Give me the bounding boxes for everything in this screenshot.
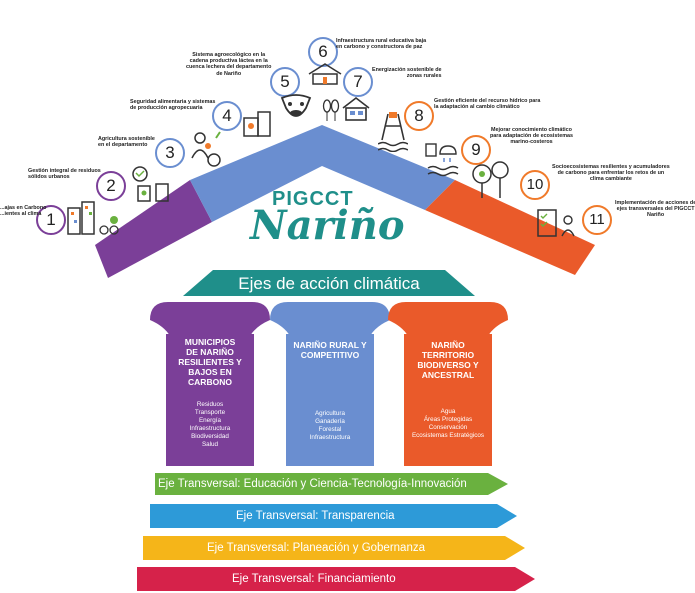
food-icon bbox=[243, 111, 271, 137]
rain-icon bbox=[425, 143, 459, 177]
transversal-governance-label: Eje Transversal: Planeación y Gobernanza bbox=[207, 542, 425, 554]
pillar-1-title: MUNICIPIOS DE NARIÑO RESILIENTES Y BAJOS… bbox=[178, 337, 242, 387]
item-label-5: Sistema agroecológico en la cadena produ… bbox=[186, 52, 272, 77]
oil-rig-icon bbox=[378, 112, 408, 152]
arrow-financing bbox=[137, 567, 535, 591]
item-number-3: 3 bbox=[155, 138, 185, 168]
trees-icon bbox=[472, 161, 509, 198]
item-number-6: 6 bbox=[308, 37, 338, 67]
pillar-1-item: Biodiversidad bbox=[191, 433, 229, 440]
checklist-icon bbox=[537, 209, 575, 237]
pillar-3-title: NARIÑO TERRITORIO BIODIVERSO Y ANCESTRAL bbox=[417, 340, 479, 380]
item-label-6: Infraestructura rural educativa baja en … bbox=[336, 38, 427, 51]
item-number-4: 4 bbox=[212, 101, 242, 131]
item-label-9: Mejorar conocimiento climático para adap… bbox=[490, 127, 573, 146]
item-number-10: 10 bbox=[520, 170, 550, 200]
transversal-financing-label: Eje Transversal: Financiamiento bbox=[232, 573, 396, 585]
pillar-2-item: Agricultura bbox=[314, 410, 346, 417]
item-label-8: Gestión eficiente del recurso hídrico pa… bbox=[434, 98, 541, 111]
pillar-1-item: Salud bbox=[201, 441, 219, 448]
item-label-11: Implementación de acciones de ejes trans… bbox=[615, 200, 695, 219]
pillar-3-item: Ecosistemas Estratégicos bbox=[411, 432, 485, 439]
pillar-1-item: Transporte bbox=[194, 409, 226, 416]
buildings-icon bbox=[67, 201, 119, 235]
item-label-10: Socioecosistemas resilientes y acumulado… bbox=[552, 164, 670, 183]
pillar-2-text: NARIÑO RURAL Y COMPETITIVO Agricultura G… bbox=[286, 340, 374, 442]
pillar-2-items: Agricultura Ganadería Forestal Infraestr… bbox=[286, 410, 374, 442]
pillar-2-item: Forestal bbox=[318, 426, 342, 433]
roof-peak bbox=[190, 125, 455, 222]
item-label-3: Agricultura sostenible en el departament… bbox=[98, 136, 155, 149]
pillar-3-item: Áreas Protegidas bbox=[423, 416, 473, 423]
pillar-3-text: NARIÑO TERRITORIO BIODIVERSO Y ANCESTRAL… bbox=[404, 340, 492, 440]
pillar-2 bbox=[270, 302, 390, 466]
pillar-3-items: Agua Áreas Protegidas Conservación Ecosi… bbox=[404, 408, 492, 440]
roof-left-band bbox=[95, 180, 212, 278]
item-number-11: 11 bbox=[582, 205, 612, 235]
title-pigcct: PIGCCT bbox=[272, 188, 354, 210]
transversal-transparency-label: Eje Transversal: Transparencia bbox=[236, 510, 395, 522]
pillar-1-item: Energía bbox=[198, 417, 222, 424]
pillars bbox=[150, 302, 508, 466]
item-number-7: 7 bbox=[343, 67, 373, 97]
pillar-1-item: Residuos bbox=[196, 401, 224, 408]
item-label-2: Gestión integral de residuos sólidos urb… bbox=[28, 168, 101, 181]
transversal-education-label: Eje Transversal: Educación y Ciencia-Tec… bbox=[158, 478, 467, 490]
pillar-3-item: Conservación bbox=[428, 424, 468, 431]
item-number-9: 9 bbox=[461, 135, 491, 165]
pillar-1-items: Residuos Transporte Energía Infraestruct… bbox=[166, 401, 254, 449]
pillar-3-item: Agua bbox=[440, 408, 456, 415]
item-label-7: Energización sostenible de zonas rurales bbox=[372, 67, 442, 80]
recycle-icon bbox=[132, 166, 169, 202]
house-icon bbox=[342, 96, 370, 121]
roof-right-band bbox=[425, 180, 595, 275]
farmer-icon bbox=[191, 131, 221, 167]
item-label-4: Seguridad alimentaria y sistemas de prod… bbox=[130, 99, 216, 112]
item-number-1: 1 bbox=[36, 205, 66, 235]
item-label-1: ...ajas en Carbono ...ientes al clima bbox=[0, 205, 47, 218]
trees-small-icon bbox=[322, 99, 340, 121]
pillar-2-item: Infraestructura bbox=[309, 434, 351, 441]
transversal-arrows bbox=[137, 473, 535, 591]
school-icon bbox=[308, 63, 342, 85]
roof bbox=[95, 125, 595, 296]
pillar-2-item: Ganadería bbox=[315, 418, 345, 425]
pillar-3 bbox=[388, 302, 508, 466]
banner-text: Ejes de acción climática bbox=[238, 274, 420, 293]
pillar-1-item: Infraestructura bbox=[189, 425, 231, 432]
item-number-8: 8 bbox=[404, 101, 434, 131]
arrow-transparency bbox=[150, 504, 517, 528]
item-number-2: 2 bbox=[96, 171, 126, 201]
pillar-2-title: NARIÑO RURAL Y COMPETITIVO bbox=[293, 340, 367, 360]
arrow-governance bbox=[143, 536, 525, 560]
cow-icon bbox=[280, 94, 312, 117]
title-narino: Nariño bbox=[250, 202, 405, 249]
arrow-education bbox=[155, 473, 508, 495]
pillar-1-text: MUNICIPIOS DE NARIÑO RESILIENTES Y BAJOS… bbox=[166, 337, 254, 449]
banner-shape bbox=[183, 270, 475, 296]
pillar-1 bbox=[150, 302, 270, 466]
